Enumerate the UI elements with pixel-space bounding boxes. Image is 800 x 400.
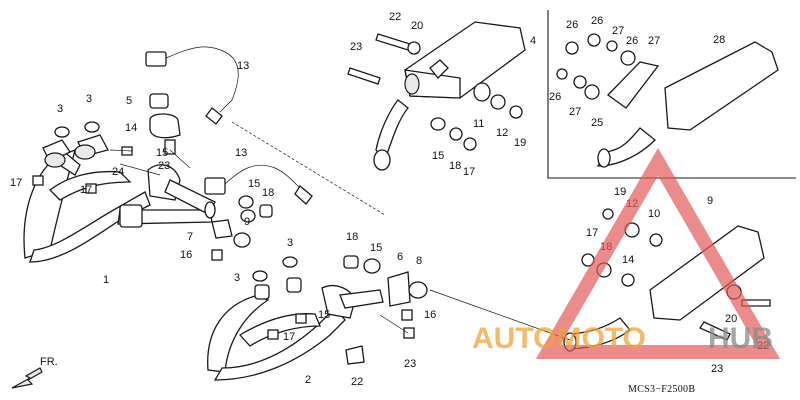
callout-15: 15 bbox=[370, 242, 382, 254]
callout-14: 14 bbox=[125, 122, 137, 134]
callout-20: 20 bbox=[411, 20, 423, 32]
front-label: FR. bbox=[40, 356, 58, 368]
callout-9: 9 bbox=[707, 195, 713, 207]
callout-18: 18 bbox=[449, 160, 461, 172]
callout-3: 3 bbox=[86, 93, 92, 105]
callout-13: 13 bbox=[237, 60, 249, 72]
callout-27: 27 bbox=[612, 25, 624, 37]
callout-23: 23 bbox=[350, 41, 362, 53]
callout-24: 24 bbox=[112, 166, 124, 178]
callout-23: 23 bbox=[711, 363, 723, 375]
callout-8: 8 bbox=[416, 255, 422, 267]
callout-19: 19 bbox=[514, 137, 526, 149]
callout-26: 26 bbox=[566, 19, 578, 31]
callout-15: 15 bbox=[156, 147, 168, 159]
callout-15: 15 bbox=[432, 150, 444, 162]
callout-19: 19 bbox=[614, 186, 626, 198]
callout-23: 23 bbox=[158, 160, 170, 172]
callout-2: 2 bbox=[305, 374, 311, 386]
callout-22: 22 bbox=[389, 11, 401, 23]
washers-left bbox=[32, 121, 133, 194]
callout-16: 16 bbox=[424, 309, 436, 321]
callout-1: 1 bbox=[103, 274, 109, 286]
clamp-parts bbox=[149, 93, 181, 155]
callout-17: 17 bbox=[463, 166, 475, 178]
exhaust-pipe-right bbox=[207, 256, 384, 381]
muffler-28 bbox=[556, 33, 779, 168]
callout-12: 12 bbox=[496, 127, 508, 139]
automotohub-watermark: AUTOMOTO HUB bbox=[472, 148, 781, 359]
callout-3: 3 bbox=[57, 103, 63, 115]
oxygen-sensor-13 bbox=[204, 164, 313, 205]
callout-3: 3 bbox=[287, 237, 293, 249]
watermark-brand-part2: HUB bbox=[708, 322, 773, 355]
callout-3: 3 bbox=[234, 272, 240, 284]
callout-20: 20 bbox=[725, 313, 737, 325]
callout-17: 17 bbox=[586, 227, 598, 239]
inset-frame bbox=[547, 10, 796, 179]
callout-18: 18 bbox=[262, 187, 274, 199]
callout-16: 16 bbox=[180, 249, 192, 261]
muffler-4-fasteners bbox=[347, 33, 523, 151]
callout-25: 25 bbox=[591, 117, 603, 129]
callout-26: 26 bbox=[591, 15, 603, 27]
callout-9: 9 bbox=[244, 216, 250, 228]
callout-10: 10 bbox=[648, 208, 660, 220]
callout-7: 7 bbox=[187, 231, 193, 243]
callout-4: 4 bbox=[530, 35, 536, 47]
oxygen-sensor-14 bbox=[145, 46, 239, 125]
muffler-4 bbox=[373, 21, 526, 171]
guide-lines bbox=[119, 121, 571, 341]
callout-17: 17 bbox=[80, 184, 92, 196]
callout-26: 26 bbox=[549, 91, 561, 103]
callout-27: 27 bbox=[569, 106, 581, 118]
callout-13: 13 bbox=[235, 147, 247, 159]
callout-15: 15 bbox=[318, 309, 330, 321]
callout-17: 17 bbox=[10, 177, 22, 189]
callout-28: 28 bbox=[713, 34, 725, 46]
callout-23: 23 bbox=[404, 358, 416, 370]
callout-26: 26 bbox=[626, 35, 638, 47]
callout-6: 6 bbox=[397, 251, 403, 263]
callout-17: 17 bbox=[283, 331, 295, 343]
front-direction-icon: FR. bbox=[11, 356, 58, 389]
callout-11: 11 bbox=[473, 118, 484, 130]
watermark-triangle-icon bbox=[535, 148, 781, 359]
callout-27: 27 bbox=[648, 35, 660, 47]
callout-15: 15 bbox=[248, 178, 260, 190]
callout-5: 5 bbox=[126, 95, 132, 107]
diagram-code: MCS3−F2500B bbox=[628, 384, 695, 395]
callout-22: 22 bbox=[351, 376, 363, 388]
callout-18: 18 bbox=[346, 231, 358, 243]
watermark-brand-part1: AUTOMOTO bbox=[472, 322, 646, 355]
fastener-group-middle bbox=[211, 195, 273, 261]
fastener-group-lower bbox=[343, 255, 428, 365]
callout-14: 14 bbox=[622, 254, 634, 266]
